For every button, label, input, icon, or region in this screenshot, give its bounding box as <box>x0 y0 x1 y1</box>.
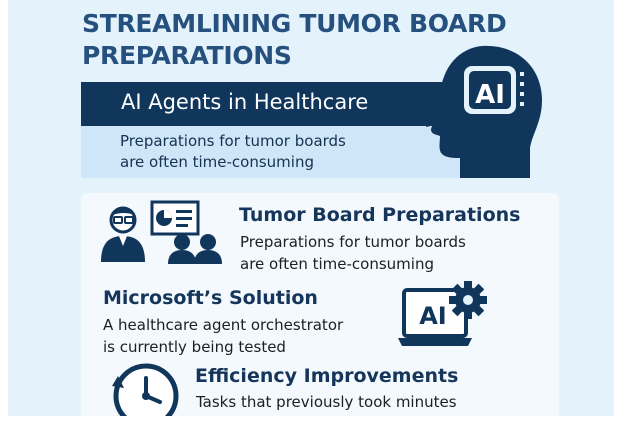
ai-head-icon: AI <box>425 45 542 178</box>
infographic-canvas: STREAMLINING TUMOR BOARD PREPARATIONS AI… <box>8 0 614 416</box>
gear-icon <box>449 281 487 319</box>
banner-subtitle-box: Preparations for tumor boards are often … <box>81 126 479 178</box>
section-solution-title: Microsoft’s Solution <box>103 287 318 309</box>
title-line-1: STREAMLINING TUMOR BOARD <box>82 9 507 38</box>
head-badge-text: AI <box>475 80 505 110</box>
banner-header: AI Agents in Healthcare <box>81 82 479 126</box>
banner-line-1: Preparations for tumor boards <box>120 132 346 150</box>
section-prep-line-2: are often time-consuming <box>240 255 434 273</box>
banner-line-2: are often time-consuming <box>120 153 314 171</box>
laptop-badge-text: AI <box>419 302 447 330</box>
team-presentation-icon <box>101 200 222 264</box>
section-solution-line-1: A healthcare agent orchestrator <box>103 316 344 334</box>
section-efficiency-title: Efficiency Improvements <box>195 365 459 387</box>
clock-icon <box>112 363 179 416</box>
section-solution-line-2: is currently being tested <box>103 338 286 356</box>
section-prep-title: Tumor Board Preparations <box>239 204 521 226</box>
page-title: STREAMLINING TUMOR BOARD PREPARATIONS <box>82 8 507 72</box>
ai-laptop-gear-icon: AI <box>398 281 487 346</box>
section-prep-line-1: Preparations for tumor boards <box>240 233 466 251</box>
banner-title: AI Agents in Healthcare <box>121 90 369 114</box>
title-line-2: PREPARATIONS <box>82 41 292 70</box>
section-efficiency-line-1: Tasks that previously took minutes <box>196 393 457 411</box>
